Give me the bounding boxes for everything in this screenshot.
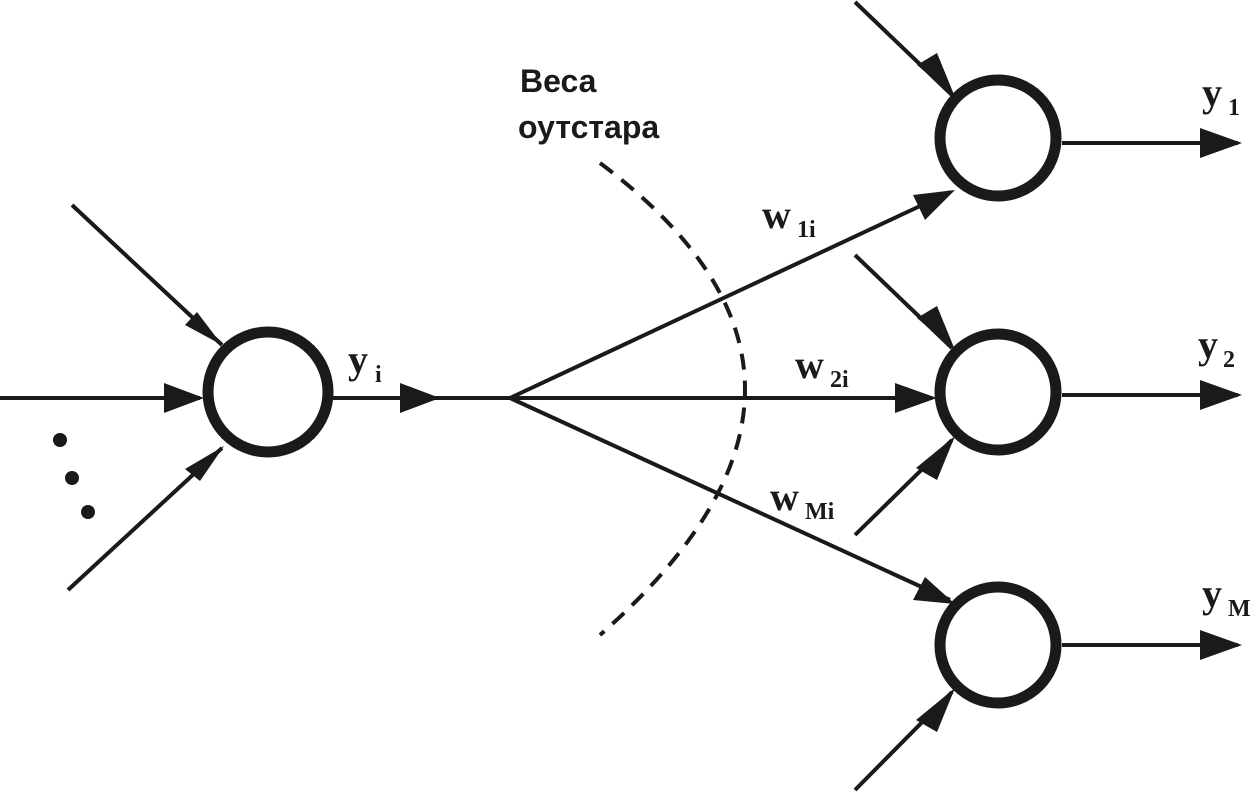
source-neuron	[202, 326, 334, 458]
output-label-1: y	[1202, 70, 1222, 115]
outstar-weights-arc	[598, 161, 747, 637]
weight-connection-1-head	[913, 190, 955, 220]
input-arrow-middle-head	[164, 383, 204, 413]
output-line-m-head	[1200, 630, 1242, 660]
input-arrow-top-head	[185, 312, 222, 345]
weight-label-m-subscript: Mi	[805, 499, 835, 525]
neuron-2-extra-input-top-head	[917, 306, 955, 350]
source-output-arrowhead	[400, 383, 440, 413]
source-output-label-subscript: i	[375, 362, 382, 388]
weight-label-m: w	[770, 474, 799, 519]
weight-label-1-subscript: 1i	[797, 217, 816, 243]
output-neuron-m	[934, 581, 1062, 709]
ellipsis-dot	[81, 505, 95, 519]
output-label-2: y	[1198, 322, 1218, 367]
output-neuron-1	[934, 74, 1062, 202]
caption-line-2: оутстара	[518, 109, 659, 145]
output-label-m-subscript: M	[1228, 596, 1251, 622]
weight-connection-m-head	[913, 577, 955, 604]
output-line-2-head	[1200, 380, 1242, 410]
source-output-label: y	[348, 337, 368, 382]
weight-label-2: w	[795, 342, 824, 387]
neuron-2-extra-input-bottom-head	[916, 436, 955, 480]
weight-label-1: w	[762, 192, 791, 237]
weight-connection-2-head	[895, 383, 937, 413]
output-label-1-subscript: 1	[1228, 95, 1240, 121]
caption-line-1: Веса	[520, 63, 597, 99]
ellipsis-dot	[65, 471, 79, 485]
neuron-m-extra-input-head	[916, 688, 955, 732]
output-line-1-head	[1200, 128, 1242, 158]
ellipsis-dot	[53, 433, 67, 447]
weight-label-2-subscript: 2i	[830, 367, 849, 393]
output-label-m: y	[1202, 571, 1222, 616]
weight-connection-1	[509, 190, 951, 400]
weight-connection-m	[509, 396, 951, 602]
output-neuron-2	[934, 328, 1062, 456]
output-label-2-subscript: 2	[1223, 347, 1235, 373]
input-arrow-bottom-head	[185, 446, 224, 481]
ellipsis-dots	[53, 433, 95, 519]
neuron-1-extra-input-head	[917, 53, 955, 97]
